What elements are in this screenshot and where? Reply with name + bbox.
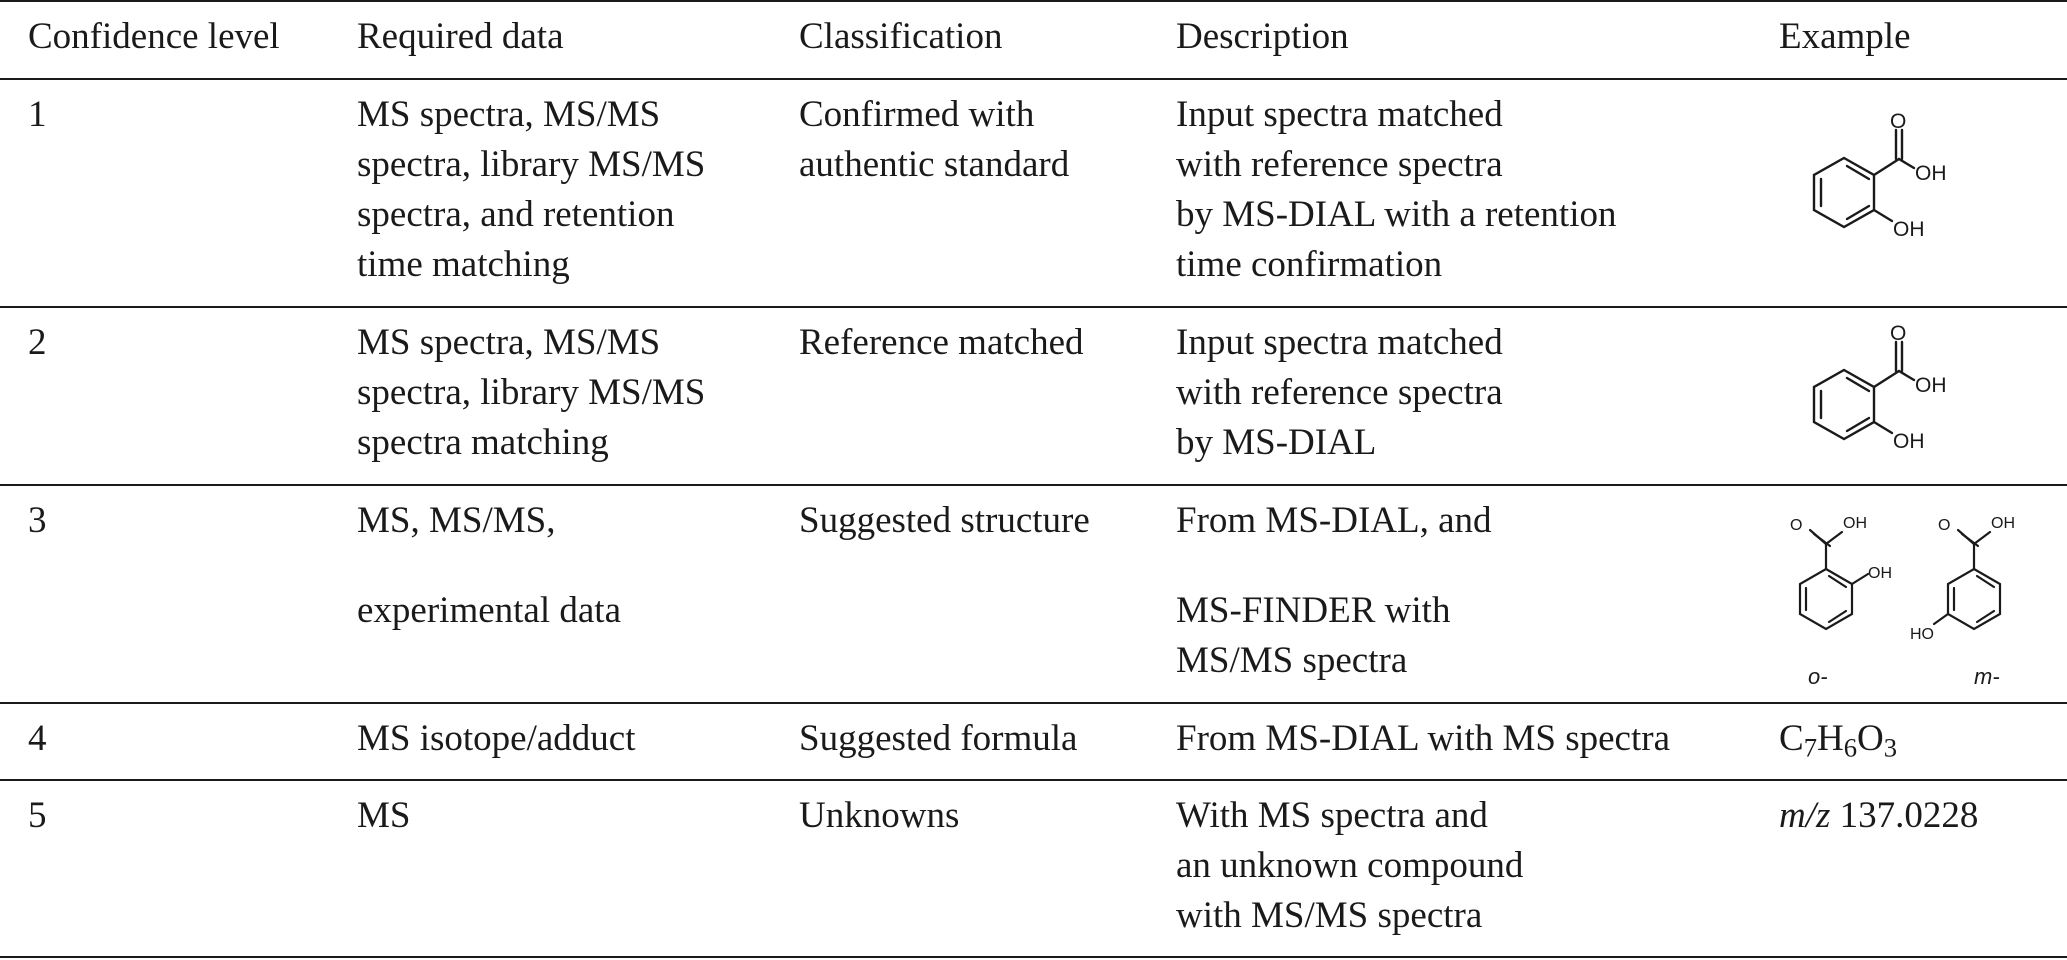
- meta-isomer-structure: O OH HO m-: [1906, 494, 2056, 694]
- required-data-cell: MS isotope/adduct: [357, 714, 636, 764]
- header-confidence-level: Confidence level: [28, 16, 280, 57]
- ortho-isomer-structure: O OH OH o-: [1776, 494, 1906, 694]
- classification-cell: Suggested formula: [799, 714, 1077, 764]
- cell-line: Input spectra matched: [1176, 322, 1503, 363]
- molecular-formula: C7H6O3: [1779, 714, 1897, 764]
- atom-label: O: [1890, 110, 1906, 133]
- table-top-rule: [0, 0, 2067, 2]
- atom-label: O: [1890, 322, 1906, 345]
- cell-line: time confirmation: [1176, 244, 1443, 285]
- required-data-cell: MS spectra, MS/MS spectra, library MS/MS…: [357, 318, 705, 468]
- cell-line: authentic standard: [799, 144, 1070, 185]
- cell-line: spectra matching: [357, 422, 609, 463]
- atom-label: OH: [1843, 515, 1867, 532]
- formula-count: 3: [1883, 732, 1898, 763]
- cell-line: MS isotope/adduct: [357, 718, 636, 759]
- cell-line: With MS spectra and: [1176, 795, 1488, 836]
- atom-label: O: [1790, 517, 1802, 534]
- required-data-cell: MS, MS/MS, experimental data: [357, 496, 621, 636]
- salicylic-acid-structure: O OH OH: [1786, 108, 1946, 268]
- cell-line: with MS/MS spectra: [1176, 895, 1483, 936]
- cell-line: Unknowns: [799, 795, 960, 836]
- classification-cell: Suggested structure: [799, 496, 1090, 546]
- cell-line: with reference spectra: [1176, 144, 1503, 185]
- confidence-level-cell: 4: [28, 718, 47, 759]
- atom-label: OH: [1868, 565, 1892, 582]
- atom-label: OH: [1893, 430, 1925, 453]
- mz-prefix: m/z: [1779, 795, 1831, 836]
- description-cell: With MS spectra and an unknown compound …: [1176, 791, 1523, 941]
- mass-to-charge-value: m/z 137.0228: [1779, 791, 1978, 841]
- cell-line: Reference matched: [799, 322, 1084, 363]
- confidence-level-cell: 5: [28, 795, 47, 836]
- cell-line: experimental data: [357, 590, 622, 631]
- salicylic-acid-structure: O OH OH: [1786, 320, 1946, 480]
- formula-element: O: [1857, 718, 1884, 759]
- isomer-label: o-: [1808, 664, 1828, 689]
- description-cell: Input spectra matched with reference spe…: [1176, 90, 1617, 290]
- cell-line: Suggested formula: [799, 718, 1078, 759]
- confidence-level-cell: 2: [28, 322, 47, 363]
- confidence-level-cell: 3: [28, 500, 47, 541]
- line-gap: [357, 546, 621, 586]
- header-required-data: Required data: [357, 16, 564, 57]
- cell-line: an unknown compound: [1176, 845, 1524, 886]
- confidence-level-cell: 1: [28, 94, 47, 135]
- required-data-cell: MS spectra, MS/MS spectra, library MS/MS…: [357, 90, 705, 290]
- row-rule: [0, 306, 2067, 308]
- required-data-cell: MS: [357, 791, 410, 841]
- atom-label: OH: [1915, 162, 1946, 185]
- atom-label: OH: [1991, 515, 2015, 532]
- cell-line: MS, MS/MS,: [357, 500, 556, 541]
- atom-label: O: [1938, 517, 1950, 534]
- cell-line: spectra, library MS/MS: [357, 372, 706, 413]
- atom-label: OH: [1915, 374, 1946, 397]
- line-gap: [1176, 546, 1492, 586]
- header-description: Description: [1176, 16, 1349, 57]
- description-cell: From MS-DIAL with MS spectra: [1176, 714, 1670, 764]
- cell-line: MS-FINDER with: [1176, 590, 1451, 631]
- row-rule: [0, 779, 2067, 781]
- classification-cell: Reference matched: [799, 318, 1084, 368]
- formula-element: H: [1817, 718, 1844, 759]
- isomer-label: m-: [1974, 664, 2000, 689]
- cell-line: MS: [357, 795, 411, 836]
- cell-line: Suggested structure: [799, 500, 1090, 541]
- cell-line: MS/MS spectra: [1176, 640, 1408, 681]
- header-example: Example: [1779, 16, 1911, 57]
- description-cell: Input spectra matched with reference spe…: [1176, 318, 1503, 468]
- row-rule: [0, 484, 2067, 486]
- cell-line: Input spectra matched: [1176, 94, 1503, 135]
- cell-line: spectra, and retention: [357, 194, 675, 235]
- cell-line: MS spectra, MS/MS: [357, 322, 661, 363]
- formula-element: C: [1779, 718, 1804, 759]
- atom-label: HO: [1910, 626, 1934, 643]
- classification-cell: Confirmed with authentic standard: [799, 90, 1069, 190]
- atom-label: OH: [1893, 218, 1925, 241]
- cell-line: From MS-DIAL with MS spectra: [1176, 718, 1670, 759]
- cell-line: by MS-DIAL with a retention: [1176, 194, 1617, 235]
- cell-line: From MS-DIAL, and: [1176, 500, 1492, 541]
- classification-cell: Unknowns: [799, 791, 959, 841]
- mz-value: 137.0228: [1839, 795, 1979, 836]
- row-rule: [0, 702, 2067, 704]
- cell-line: spectra, library MS/MS: [357, 144, 706, 185]
- cell-line: MS spectra, MS/MS: [357, 94, 661, 135]
- formula-count: 6: [1843, 732, 1858, 763]
- cell-line: by MS-DIAL: [1176, 422, 1377, 463]
- description-cell: From MS-DIAL, and MS-FINDER with MS/MS s…: [1176, 496, 1492, 686]
- header-classification: Classification: [799, 16, 1003, 57]
- table-bottom-rule: [0, 956, 2067, 958]
- formula-count: 7: [1803, 732, 1817, 763]
- cell-line: Confirmed with: [799, 94, 1035, 135]
- header-rule: [0, 78, 2067, 80]
- cell-line: time matching: [357, 244, 570, 285]
- cell-line: with reference spectra: [1176, 372, 1503, 413]
